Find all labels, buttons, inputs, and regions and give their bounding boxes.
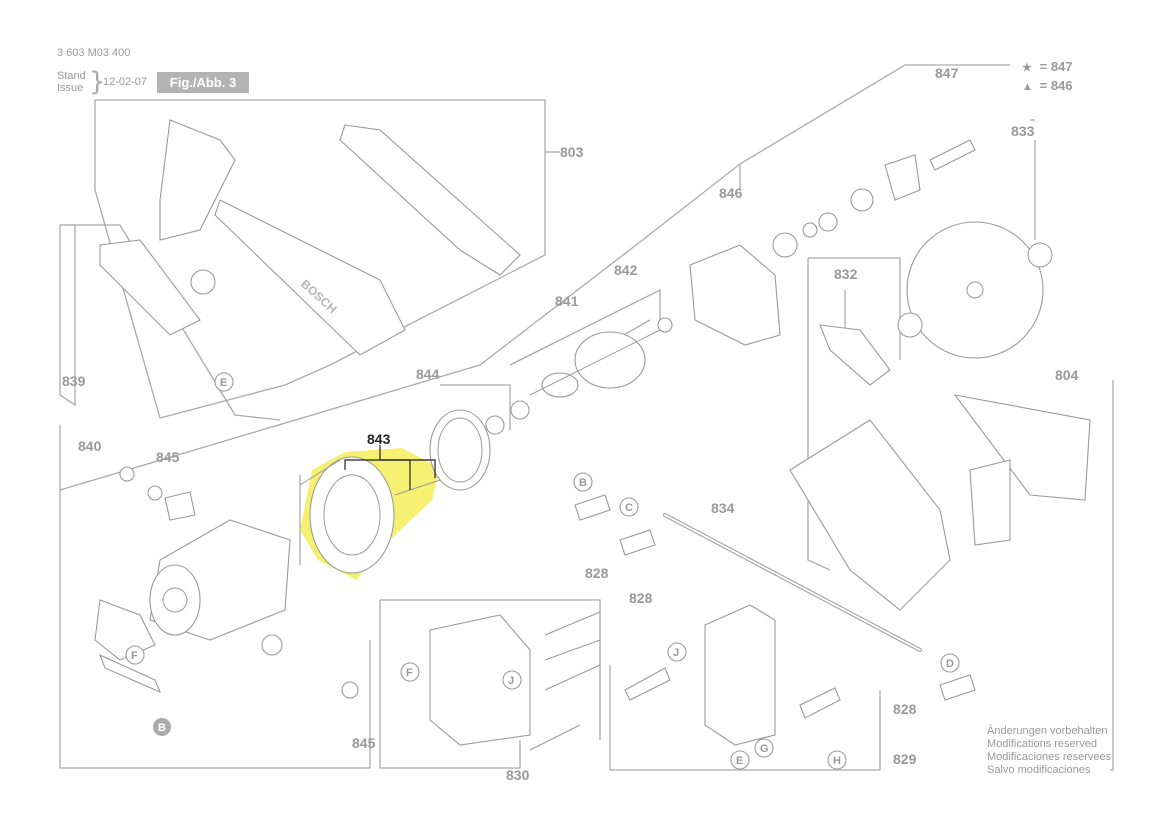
callout-j-2: J	[667, 642, 687, 662]
part-number-803: 803	[560, 144, 584, 160]
part-number-833: 833	[1011, 123, 1035, 139]
part-number-845-bottom: 845	[352, 735, 376, 751]
parts-sketch	[94, 119, 1091, 751]
part-number-828-b: 828	[629, 590, 653, 606]
figure-label: Fig./Abb. 3	[157, 72, 249, 93]
part-number-841: 841	[555, 293, 579, 309]
group-frames	[59, 64, 1114, 771]
notice-line-es: Salvo modificaciones	[987, 764, 1091, 776]
part-number-839: 839	[62, 373, 86, 389]
part-number-845-top: 845	[156, 449, 180, 465]
svg-text:F: F	[131, 650, 138, 662]
callout-b-1: B	[573, 472, 593, 492]
callout-f-1: F	[125, 645, 145, 665]
stand-label: Stand	[57, 70, 86, 82]
issue-date: 12-02-07	[103, 76, 148, 88]
legend-row-triangle: ▲ = 846	[1022, 77, 1073, 96]
part-number-843: 843	[367, 431, 391, 447]
callout-e-2: E	[730, 750, 750, 770]
notice-line-fr: Modificaciones reservees	[987, 751, 1112, 763]
callout-e-1: E	[214, 372, 234, 392]
part-number-846: 846	[719, 185, 743, 201]
callout-h: H	[827, 750, 847, 770]
brace-glyph: }	[89, 67, 106, 97]
part-number-834: 834	[711, 500, 735, 516]
part-number-804: 804	[1055, 367, 1079, 383]
svg-text:E: E	[736, 755, 743, 767]
modifications-notice: Änderungen vorbehalten Modifications res…	[987, 725, 1111, 777]
svg-text:D: D	[946, 658, 954, 670]
svg-text:B: B	[579, 477, 587, 489]
part-number-828-c: 828	[893, 701, 917, 717]
part-numbers: 803 839 840 841 842 844 845 845 846 847 …	[62, 65, 1079, 783]
triangle-icon: ▲	[1022, 81, 1033, 93]
callout-c: C	[619, 497, 639, 517]
svg-text:E: E	[220, 377, 227, 389]
legend: ★ = 847 ▲ = 846	[1022, 58, 1073, 96]
svg-text:J: J	[508, 675, 514, 687]
callout-d: D	[940, 653, 960, 673]
callout-g: G	[754, 738, 774, 758]
legend-text: = 847	[1039, 59, 1073, 74]
part-number-830: 830	[506, 767, 530, 783]
circle-callouts: E B C D F F J J E G H B	[125, 372, 960, 770]
svg-text:F: F	[406, 667, 413, 679]
notice-line-de: Änderungen vorbehalten	[987, 725, 1108, 737]
part-number-840: 840	[78, 438, 102, 454]
callout-j-1: J	[502, 670, 522, 690]
leader-843	[344, 445, 436, 490]
part-number-844: 844	[416, 366, 440, 382]
svg-text:B: B	[158, 722, 166, 734]
svg-text:H: H	[833, 755, 841, 767]
issue-label: Issue	[57, 82, 84, 94]
legend-text: = 846	[1039, 78, 1073, 93]
stand-issue-label: Stand Issue	[57, 70, 86, 94]
svg-text:J: J	[673, 647, 679, 659]
part-number-829: 829	[893, 751, 917, 767]
legend-row-star: ★ = 847	[1022, 58, 1073, 77]
part-number-842: 842	[614, 262, 638, 278]
part-number-832: 832	[834, 266, 858, 282]
callout-f-2: F	[400, 662, 420, 682]
svg-text:G: G	[760, 743, 769, 755]
callout-b-2: B	[153, 718, 171, 736]
notice-line-en: Modifications reserved	[987, 738, 1098, 750]
document-code: 3 603 M03 400	[57, 47, 131, 59]
svg-text:C: C	[625, 502, 633, 514]
star-icon: ★	[1022, 62, 1032, 74]
part-number-828-a: 828	[585, 565, 609, 581]
part-number-847: 847	[935, 65, 959, 81]
